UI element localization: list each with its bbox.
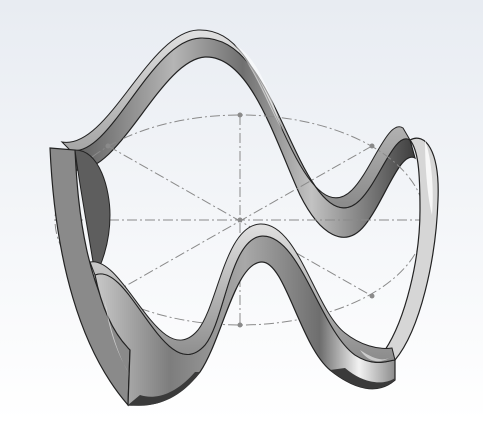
band-front[interactable]	[89, 223, 396, 406]
band-back-top-edge	[60, 29, 411, 209]
band-right-highlight	[425, 140, 433, 215]
band-back[interactable]	[60, 29, 416, 238]
sketch-point-icon[interactable]	[369, 293, 375, 299]
specular-highlights	[105, 45, 392, 375]
band-front-top-edge	[89, 223, 396, 363]
highlight-front-right	[360, 350, 392, 362]
sketch-point-icon[interactable]	[237, 322, 243, 328]
band-front-shadow	[128, 372, 200, 406]
sketch-point-icon[interactable]	[105, 143, 111, 149]
sketch-point-icon[interactable]	[237, 112, 243, 118]
sketch-point-icon[interactable]	[369, 143, 375, 149]
sketch-origin-point[interactable]	[237, 217, 243, 223]
band-left-inner	[74, 149, 111, 277]
band-front-shadow-right	[330, 368, 395, 389]
